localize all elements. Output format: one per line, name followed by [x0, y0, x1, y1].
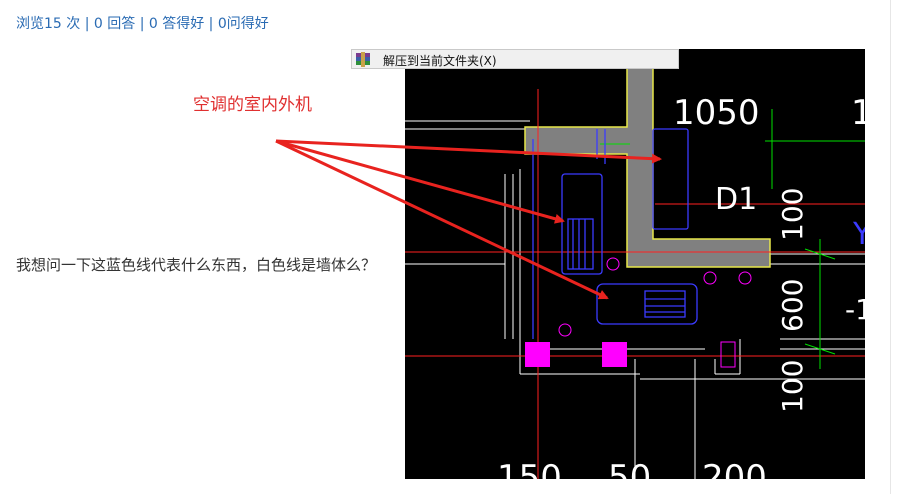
dim-100-b: 100: [776, 360, 809, 413]
context-menu-extract-here[interactable]: 解压到当前文件夹(X): [351, 49, 679, 69]
dim-1050: 1050: [673, 93, 760, 133]
stats-separator: |: [204, 16, 218, 32]
good-question-count-link[interactable]: 0问得好: [217, 16, 269, 32]
stats-separator: |: [80, 16, 94, 32]
cad-floorplan: 1050 1 D1 D1 Y -1 100 600 100 150 50 200: [405, 49, 865, 479]
cad-drawing-image: 1050 1 D1 D1 Y -1 100 600 100 150 50 200: [405, 49, 865, 479]
indoor-unit-a: [652, 128, 689, 230]
dim-600: 600: [776, 279, 809, 332]
dim-50: 50: [608, 458, 651, 479]
dim-1-top: 1: [851, 93, 865, 133]
stats-separator: |: [135, 16, 149, 32]
views-count-link[interactable]: 浏览15 次: [16, 16, 81, 32]
dim-150: 150: [497, 458, 562, 479]
question-text: 我想问一下这蓝色线代表什么东西，白色线是墙体么？: [16, 256, 377, 274]
dim-200: 200: [702, 458, 767, 479]
good-answers-count-link[interactable]: 0 答得好: [148, 16, 205, 32]
question-stats: 浏览15 次 | 0 回答 | 0 答得好 | 0问得好: [16, 13, 269, 33]
context-menu-label: 解压到当前文件夹(X): [383, 54, 497, 68]
label-d1: D1: [715, 182, 757, 217]
annotation-label: 空调的室内外机: [193, 95, 312, 115]
columns: [525, 257, 752, 368]
column-divider: [890, 0, 891, 494]
label-minus-1: -1: [845, 293, 865, 326]
answers-count-link[interactable]: 0 回答: [93, 16, 136, 32]
winrar-archive-icon: [356, 52, 370, 67]
ac-units: [532, 128, 698, 339]
label-y: Y: [852, 217, 865, 252]
dim-100-a: 100: [776, 188, 809, 241]
outdoor-unit: [596, 283, 698, 325]
